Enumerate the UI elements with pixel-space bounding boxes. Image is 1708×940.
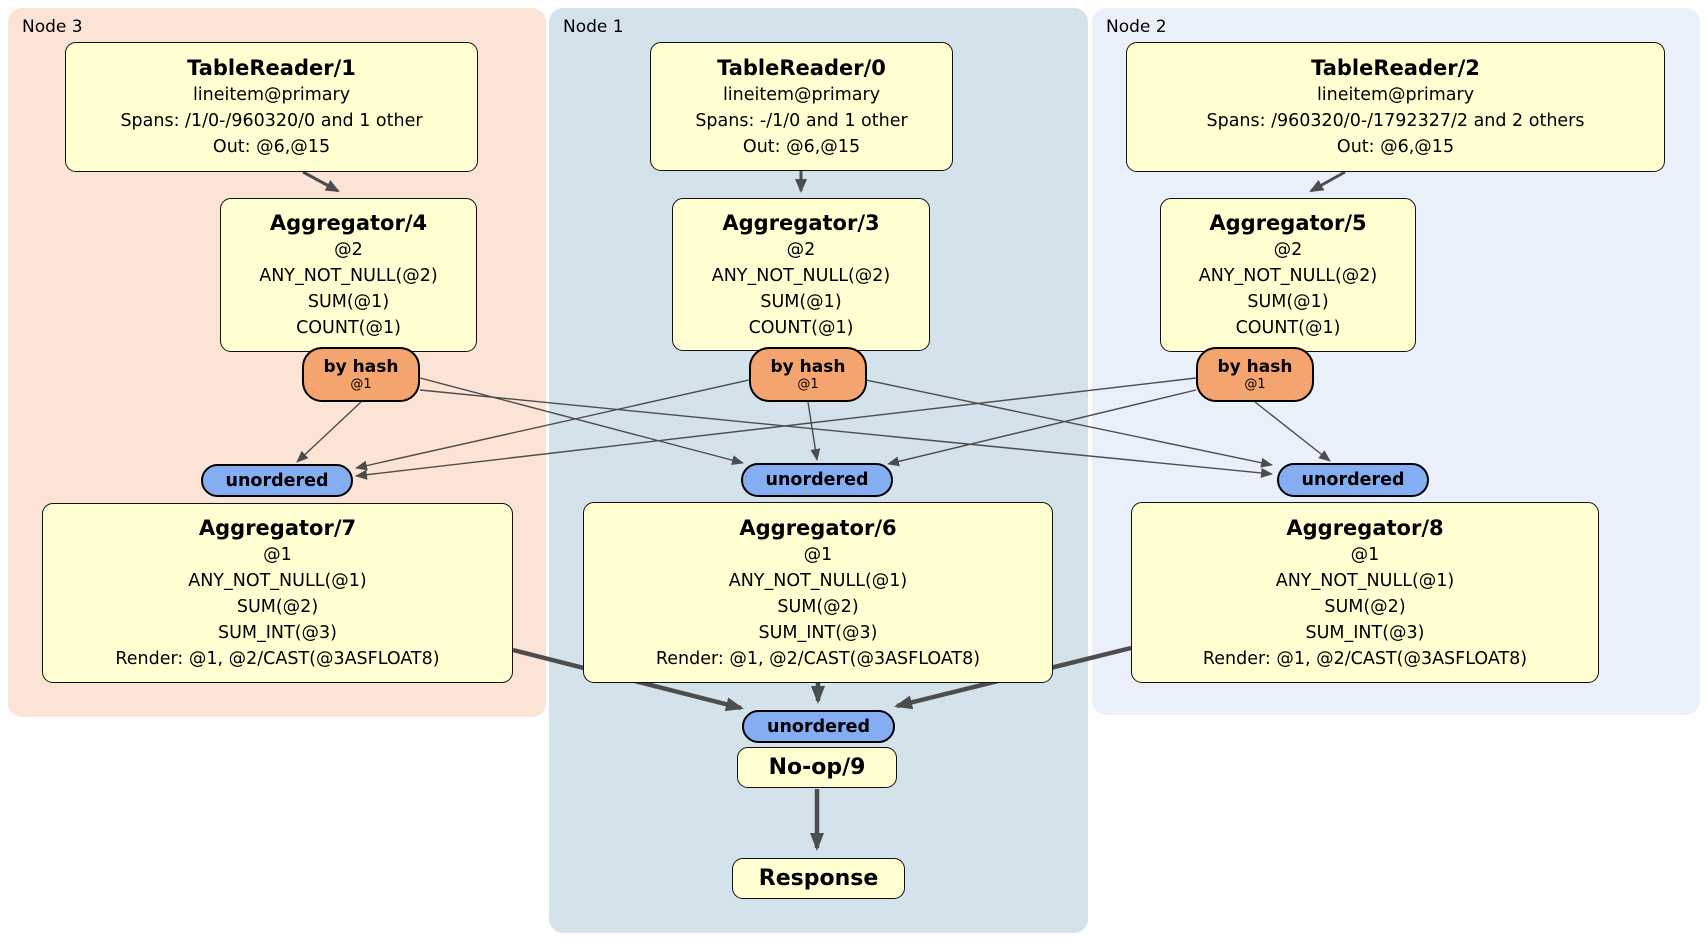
processor-line: @2 bbox=[334, 240, 363, 260]
hash-router-pill-node3: by hash @1 bbox=[302, 347, 420, 402]
processor-title: Aggregator/3 bbox=[722, 210, 880, 235]
processor-line: SUM_INT(@3) bbox=[1305, 622, 1425, 643]
processor-line: ANY_NOT_NULL(@1) bbox=[1275, 570, 1455, 591]
processor-line: @2 bbox=[786, 239, 816, 260]
processor-line: SUM_INT(@3) bbox=[758, 622, 878, 643]
unordered-stream-pill-final: unordered bbox=[742, 710, 895, 743]
processor-line: lineitem@primary bbox=[722, 84, 881, 105]
table-reader-0-box: TableReader/0 lineitem@primary Spans: -/… bbox=[650, 42, 953, 171]
router-key: @1 bbox=[1244, 377, 1266, 392]
processor-line: ANY_NOT_NULL(@2) bbox=[1198, 266, 1378, 286]
processor-line: Out: @6,@15 bbox=[1336, 137, 1455, 157]
processor-title: TableReader/0 bbox=[717, 55, 886, 80]
processor-line: SUM_INT(@3) bbox=[218, 623, 337, 643]
router-key: @1 bbox=[350, 377, 372, 392]
processor-line: ANY_NOT_NULL(@1) bbox=[728, 570, 908, 591]
processor-line: @1 bbox=[263, 545, 292, 565]
processor-line: @1 bbox=[803, 544, 833, 565]
router-label: by hash bbox=[770, 357, 846, 377]
processor-line: Render: @1, @2/CAST(@3ASFLOAT8) bbox=[655, 648, 981, 669]
router-key: @1 bbox=[797, 377, 819, 392]
processor-line: ANY_NOT_NULL(@2) bbox=[711, 265, 891, 286]
aggregator-3-box: Aggregator/3 @2 ANY_NOT_NULL(@2) SUM(@1)… bbox=[672, 198, 930, 351]
processor-line: Render: @1, @2/CAST(@3ASFLOAT8) bbox=[115, 649, 440, 669]
processor-line: @2 bbox=[1273, 240, 1303, 260]
processor-line: SUM(@2) bbox=[777, 596, 859, 617]
unordered-stream-pill-node1: unordered bbox=[741, 463, 893, 497]
hash-distribution-edges bbox=[296, 377, 1331, 480]
noop-box: No-op/9 bbox=[737, 747, 897, 788]
processor-line: Render: @1, @2/CAST(@3ASFLOAT8) bbox=[1202, 648, 1528, 669]
processor-line: Spans: /960320/0-/1792327/2 and 2 others bbox=[1206, 111, 1585, 131]
aggregator-4-box: Aggregator/4 @2 ANY_NOT_NULL(@2) SUM(@1)… bbox=[220, 198, 477, 352]
table-reader-1-box: TableReader/1 lineitem@primary Spans: /1… bbox=[65, 42, 478, 172]
processor-line: Spans: -/1/0 and 1 other bbox=[695, 110, 908, 131]
processor-line: @1 bbox=[1350, 544, 1380, 565]
aggregator-7-box: Aggregator/7 @1 ANY_NOT_NULL(@1) SUM(@2)… bbox=[42, 503, 513, 683]
processor-line: lineitem@primary bbox=[192, 85, 351, 105]
stream-label: unordered bbox=[1301, 470, 1405, 490]
processor-line: SUM(@1) bbox=[1247, 292, 1329, 312]
node-2-label: Node 2 bbox=[1106, 17, 1167, 37]
node-1-label: Node 1 bbox=[563, 17, 624, 37]
processor-title: Aggregator/8 bbox=[1286, 515, 1444, 540]
processor-title: Aggregator/6 bbox=[739, 515, 897, 540]
aggregator-5-box: Aggregator/5 @2 ANY_NOT_NULL(@2) SUM(@1)… bbox=[1160, 198, 1416, 352]
processor-line: ANY_NOT_NULL(@1) bbox=[188, 571, 367, 591]
processor-line: ANY_NOT_NULL(@2) bbox=[259, 266, 438, 286]
processor-line: SUM(@1) bbox=[760, 291, 842, 312]
unordered-stream-pill-node3: unordered bbox=[201, 464, 353, 497]
processor-line: lineitem@primary bbox=[1316, 85, 1475, 105]
aggregator-6-box: Aggregator/6 @1 ANY_NOT_NULL(@1) SUM(@2)… bbox=[583, 502, 1053, 683]
processor-title: Aggregator/4 bbox=[269, 211, 428, 235]
hash-router-pill-node2: by hash @1 bbox=[1196, 347, 1314, 402]
processor-title: TableReader/1 bbox=[187, 56, 356, 80]
processor-title: No-op/9 bbox=[768, 754, 866, 780]
stream-label: unordered bbox=[225, 470, 329, 491]
response-box: Response bbox=[732, 858, 905, 899]
processor-line: Out: @6,@15 bbox=[742, 136, 861, 157]
processor-line: Spans: /1/0-/960320/0 and 1 other bbox=[120, 111, 423, 131]
router-label: by hash bbox=[1217, 357, 1293, 377]
processor-title: Aggregator/7 bbox=[198, 516, 357, 540]
processor-line: SUM(@1) bbox=[307, 292, 390, 312]
reader-to-aggregator-edges bbox=[302, 170, 1346, 193]
processor-title: TableReader/2 bbox=[1311, 56, 1480, 80]
stream-label: unordered bbox=[767, 716, 870, 737]
processor-line: COUNT(@1) bbox=[748, 317, 854, 338]
router-label: by hash bbox=[323, 357, 399, 377]
processor-line: SUM(@2) bbox=[1324, 596, 1406, 617]
processor-title: Response bbox=[758, 865, 879, 891]
processor-line: COUNT(@1) bbox=[1235, 318, 1341, 338]
processor-line: Out: @6,@15 bbox=[212, 137, 331, 157]
hash-router-pill-node1: by hash @1 bbox=[749, 347, 867, 402]
processor-line: SUM(@2) bbox=[236, 597, 319, 617]
aggregator-8-box: Aggregator/8 @1 ANY_NOT_NULL(@1) SUM(@2)… bbox=[1131, 502, 1599, 683]
processor-title: Aggregator/5 bbox=[1209, 211, 1367, 235]
node-3-label: Node 3 bbox=[22, 17, 83, 37]
table-reader-2-box: TableReader/2 lineitem@primary Spans: /9… bbox=[1126, 42, 1665, 172]
stream-label: unordered bbox=[765, 470, 869, 490]
processor-line: COUNT(@1) bbox=[296, 318, 401, 338]
unordered-stream-pill-node2: unordered bbox=[1277, 463, 1429, 497]
